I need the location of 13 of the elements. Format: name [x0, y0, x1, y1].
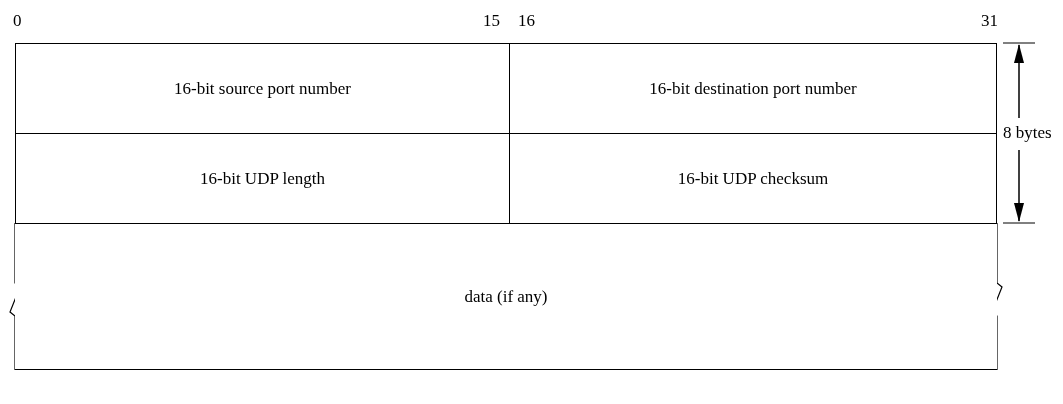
field-label: data (if any) — [464, 286, 548, 307]
field-label: 16-bit UDP length — [200, 168, 325, 189]
bit-number: 15 — [483, 12, 500, 30]
bit-number: 16 — [518, 12, 535, 30]
field-cell — [509, 43, 997, 134]
dimension-label: 8 bytes — [1003, 124, 1052, 142]
field-cell — [15, 43, 510, 134]
data-area — [15, 223, 997, 370]
field-label: 16-bit destination port number — [649, 78, 857, 99]
bit-number: 0 — [13, 12, 22, 30]
field-label: 16-bit UDP checksum — [677, 168, 829, 189]
bit-number: 31 — [981, 12, 998, 30]
field-label: 16-bit source port number — [173, 78, 351, 99]
